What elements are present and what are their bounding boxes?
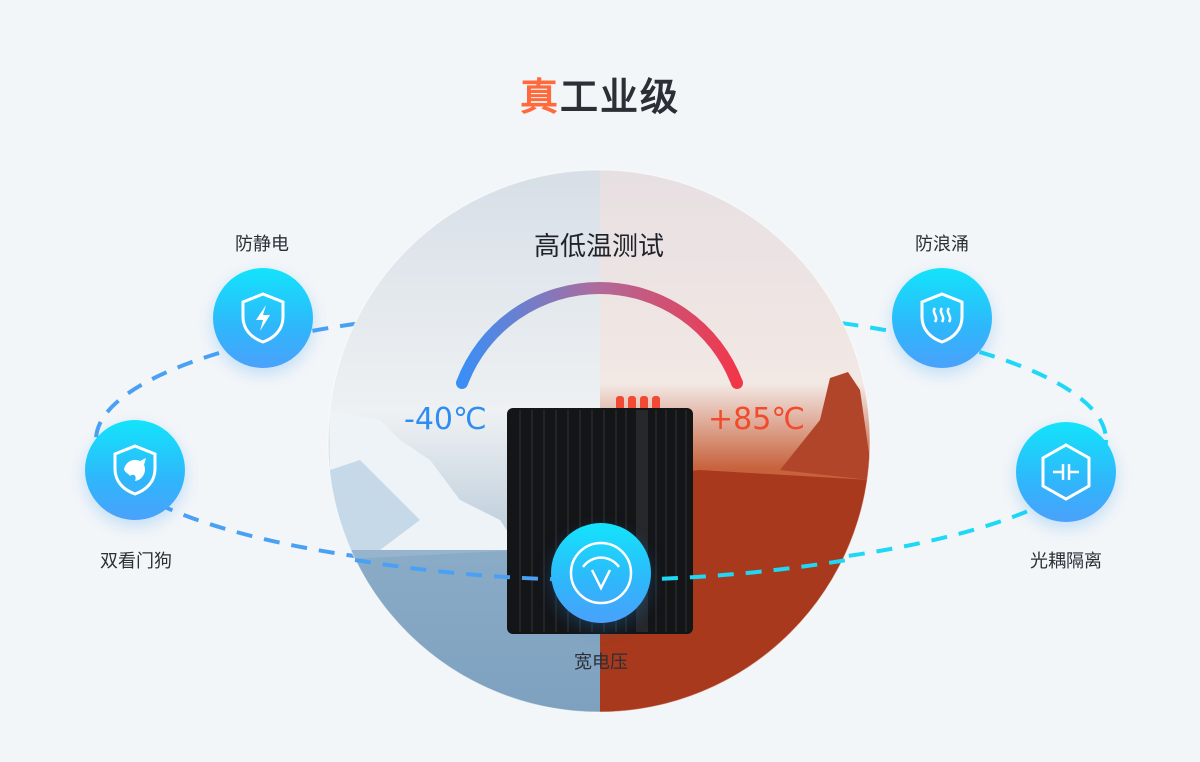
feature-watchdog[interactable] — [85, 420, 185, 520]
feature-label-antistatic: 防静电 — [235, 234, 289, 255]
feature-surge[interactable] — [892, 268, 992, 368]
shield-dog-icon — [113, 444, 157, 496]
connector-ellipse-front — [354, 558, 848, 582]
shield-lightning-icon — [241, 292, 285, 344]
feature-label-wide-voltage: 宽电压 — [574, 652, 628, 673]
page-title: 真工业级 — [0, 66, 1200, 121]
feature-label-watchdog: 双看门狗 — [100, 551, 172, 572]
title-accent: 真 — [519, 75, 560, 119]
feature-antistatic[interactable] — [213, 268, 313, 368]
feature-label-surge: 防浪涌 — [915, 234, 969, 255]
feature-label-optocoupler: 光耦隔离 — [1030, 551, 1102, 572]
title-rest: 工业级 — [560, 75, 681, 119]
hexagon-capacitor-icon — [1041, 443, 1091, 501]
max-temperature: +85℃ — [708, 402, 806, 437]
gauge-title: 高低温测试 — [533, 232, 665, 262]
feature-wide-voltage[interactable] — [551, 523, 651, 623]
shield-waves-icon — [920, 292, 964, 344]
min-temperature: -40℃ — [404, 402, 487, 437]
feature-optocoupler[interactable] — [1016, 422, 1116, 522]
temperature-arc — [456, 281, 743, 389]
voltage-icon — [569, 541, 633, 605]
